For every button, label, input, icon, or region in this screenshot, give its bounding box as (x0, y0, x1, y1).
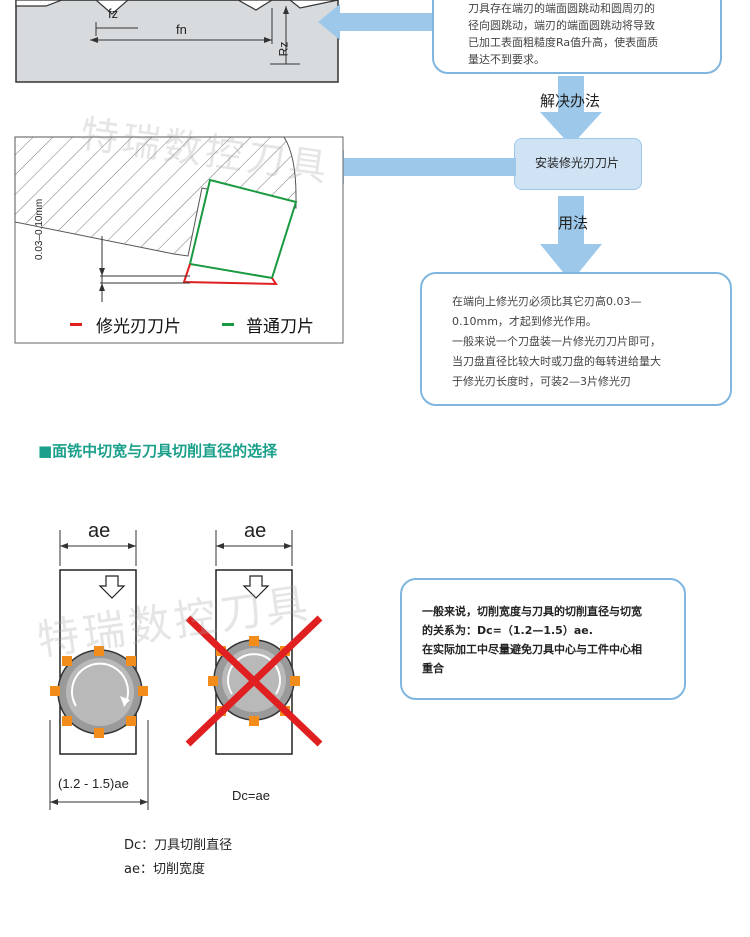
usage-note-line: 0.10mm，才起到修光作用。 (452, 315, 597, 328)
usage-note-line: 当刀盘直径比较大时或刀盘的每转进给量大 (452, 355, 661, 368)
usage-note-line: 于修光刃长度时，可装2—3片修光刃 (452, 375, 631, 388)
width-label-right: ae (244, 520, 267, 542)
definition-dc: Dc：刀具切削直径 (124, 838, 233, 853)
install-wiper-box (514, 138, 642, 190)
diameter-label-left: (1.2 - 1.5)ae (58, 776, 129, 791)
section-title: ■面铣中切宽与刀具切削直径的选择 (38, 442, 278, 460)
runout-note-box: 刀具存在端刃的端面圆跳动和圆周刃的 径向圆跳动，端刃的端面圆跳动将导致 已加工表… (432, 0, 722, 74)
wiper-dimension-label: 0.03–0.10mm (34, 198, 45, 260)
down-arrow-solution (540, 76, 602, 146)
wiper-insert-diagram (14, 136, 344, 344)
selection-note-line: 在实际加工中尽量避免刀具中心与工件中心相 (422, 643, 642, 656)
selection-note-line: 一般来说，切削宽度与刀具的切削直径与切宽 (422, 605, 642, 618)
rz-label: Rz (276, 41, 291, 57)
runout-note-line: 径向圆跳动，端刃的端面圆跳动将导致 (468, 19, 655, 32)
legend-wiper-swatch (70, 323, 82, 326)
usage-label: 用法 (558, 214, 589, 232)
selection-note-line: 的关系为：Dc=（1.2—1.5）ae. (422, 624, 593, 637)
usage-note-box: 在端向上修光刃必须比其它刃高0.03— 0.10mm，才起到修光作用。 一般来说… (420, 272, 732, 406)
fz-label: fz (108, 6, 119, 21)
surface-profile-diagram (15, 0, 339, 83)
down-arrow-usage (540, 196, 602, 282)
usage-note-line: 在端向上修光刃必须比其它刃高0.03— (452, 295, 642, 308)
solution-label: 解决办法 (540, 92, 601, 110)
usage-note-line: 一般来说一个刀盘装一片修光刃刀片即可， (452, 335, 661, 348)
diameter-label-right: Dc=ae (232, 788, 270, 803)
install-wiper-label: 安装修光刃刀片 (534, 156, 619, 170)
cutter-diagram-correct (49, 530, 149, 810)
runout-note-line: 刀具存在端刃的端面圆跳动和圆周刃的 (468, 2, 655, 15)
left-arrow-top (318, 4, 438, 40)
legend-normal-label: 普通刀片 (246, 317, 314, 337)
selection-note-box: 一般来说，切削宽度与刀具的切削直径与切宽 的关系为：Dc=（1.2—1.5）ae… (400, 578, 686, 700)
definition-ae: ae：切削宽度 (124, 862, 205, 877)
cutter-diagram-wrong (186, 530, 323, 755)
selection-note-line: 重合 (422, 662, 444, 675)
left-arrow-middle (322, 150, 516, 184)
fn-label: fn (176, 22, 187, 37)
runout-note-line: 量达不到要求。 (468, 53, 545, 66)
legend-wiper-label: 修光刃刀片 (96, 317, 181, 337)
legend-normal-swatch (222, 323, 234, 326)
width-label-left: ae (88, 520, 111, 542)
runout-note-line: 已加工表面粗糙度Ra值升高，使表面质 (468, 36, 659, 49)
